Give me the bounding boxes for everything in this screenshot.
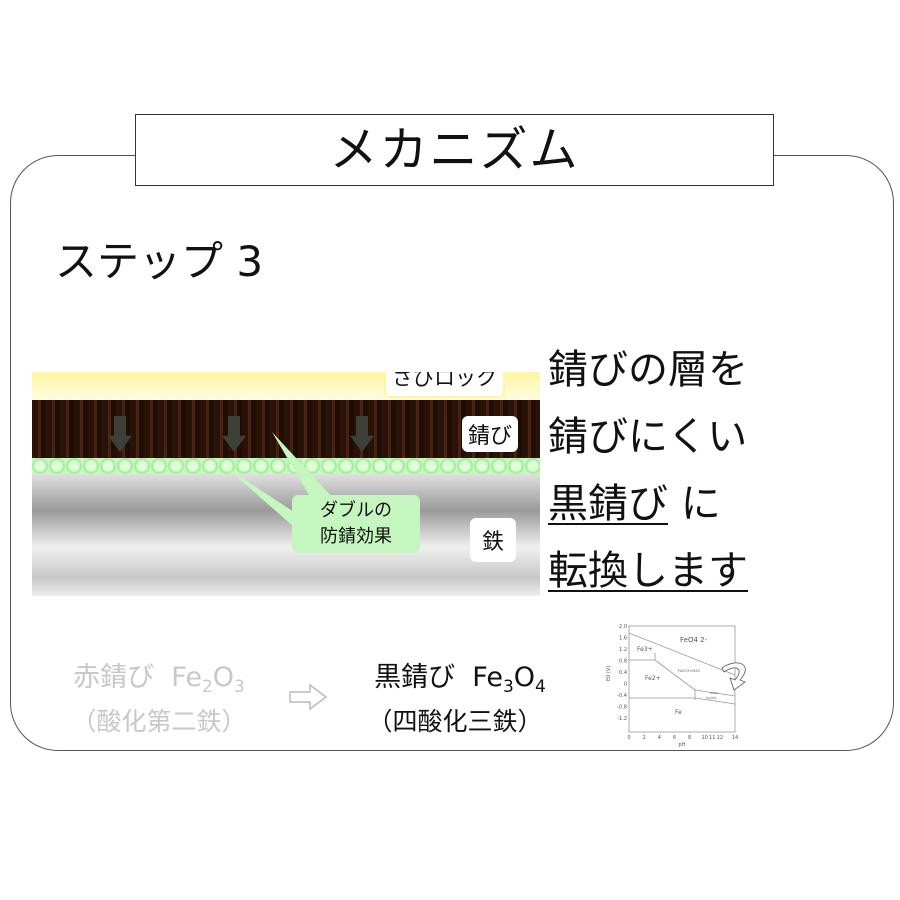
arrow-right-icon xyxy=(289,683,328,711)
y-tick-label: 1.2 xyxy=(619,647,627,653)
x-tick-label: 11 xyxy=(709,735,715,741)
x-tick-label: 0 xyxy=(627,735,630,741)
callout-double-protection: ダブルの 防錆効果 xyxy=(292,495,420,553)
formula-part: Fe xyxy=(472,662,503,693)
formula-part: O xyxy=(513,662,536,693)
right-text-line: 転換します xyxy=(548,548,748,594)
x-tick-label: 12 xyxy=(717,735,723,741)
black-rust-underlined: 黒錆び xyxy=(548,481,668,527)
y-tick-label: 0.8 xyxy=(619,659,627,665)
callout-pointer xyxy=(227,432,332,527)
y-tick-label: -1.2 xyxy=(617,716,627,722)
red-rust-name: 赤錆び xyxy=(73,662,155,693)
layer-diagram: ダブルの 防錆効果 さびロック 錆び 鉄 xyxy=(32,372,540,596)
x-tick-label: 14 xyxy=(732,735,738,741)
black-rust-formula: 黒錆び Fe3O4 xyxy=(345,655,575,697)
region-label: Fe3+ xyxy=(637,646,653,653)
x-tick-label: 4 xyxy=(658,735,661,741)
callout-line: ダブルの xyxy=(320,500,392,521)
x-tick-label: 6 xyxy=(673,735,676,741)
callout-line: 防錆効果 xyxy=(320,526,392,547)
region-label: Fe xyxy=(675,709,682,716)
formula-part: Fe xyxy=(171,662,202,693)
iron-layer xyxy=(32,474,540,596)
x-tick-label: 2 xyxy=(643,735,646,741)
right-text-line: 錆びの層を xyxy=(548,347,748,393)
y-tick-label: 0.4 xyxy=(619,670,627,676)
region-label: Fe2+ xyxy=(645,675,661,682)
region-label: Fe(OH)2 xyxy=(706,696,717,700)
y-tick-label: -0.8 xyxy=(617,705,627,711)
region-label: Fe2O3·nH2O xyxy=(678,669,700,673)
iron-label: 鉄 xyxy=(470,518,517,562)
y-tick-label: 0 xyxy=(624,682,627,688)
right-text-line: 錆びにくい xyxy=(548,414,748,460)
region-label: Fe3O4 xyxy=(710,691,718,695)
passivation-layer xyxy=(32,458,540,474)
step-heading: ステップ 3 xyxy=(55,237,264,286)
right-text-line: 黒錆び に xyxy=(548,482,721,526)
topcoat-label: さびロック xyxy=(384,372,505,398)
formula-sub: 2 xyxy=(201,677,213,697)
black-rust-desc: （四酸化三鉄） xyxy=(367,707,543,736)
y-tick-label: -0.4 xyxy=(617,693,627,699)
region-label: FeO4 2- xyxy=(680,636,708,644)
pourbaix-xlabel: pH xyxy=(679,742,686,748)
y-tick-label: 2.0 xyxy=(619,624,627,630)
red-rust-desc: （酸化第二鉄） xyxy=(71,707,247,736)
right-text-suffix: に xyxy=(668,481,721,527)
formula-sub: 4 xyxy=(535,677,546,697)
curved-arrow-icon xyxy=(721,662,746,691)
formula-sub: 3 xyxy=(234,677,245,697)
formula-part: O xyxy=(212,662,235,693)
x-tick-label: 8 xyxy=(688,735,691,741)
black-rust-name: 黒錆び xyxy=(374,662,456,693)
pourbaix-ylabel: E0 (V) xyxy=(606,666,612,681)
rust-label: 錆び xyxy=(462,416,519,452)
formula-sub: 3 xyxy=(502,677,514,697)
x-tick-label: 10 xyxy=(702,735,708,741)
red-rust-formula: 赤錆び Fe2O3 xyxy=(44,655,274,697)
slide-title: メカニズム xyxy=(135,114,774,186)
y-tick-label: 1.6 xyxy=(619,636,627,642)
